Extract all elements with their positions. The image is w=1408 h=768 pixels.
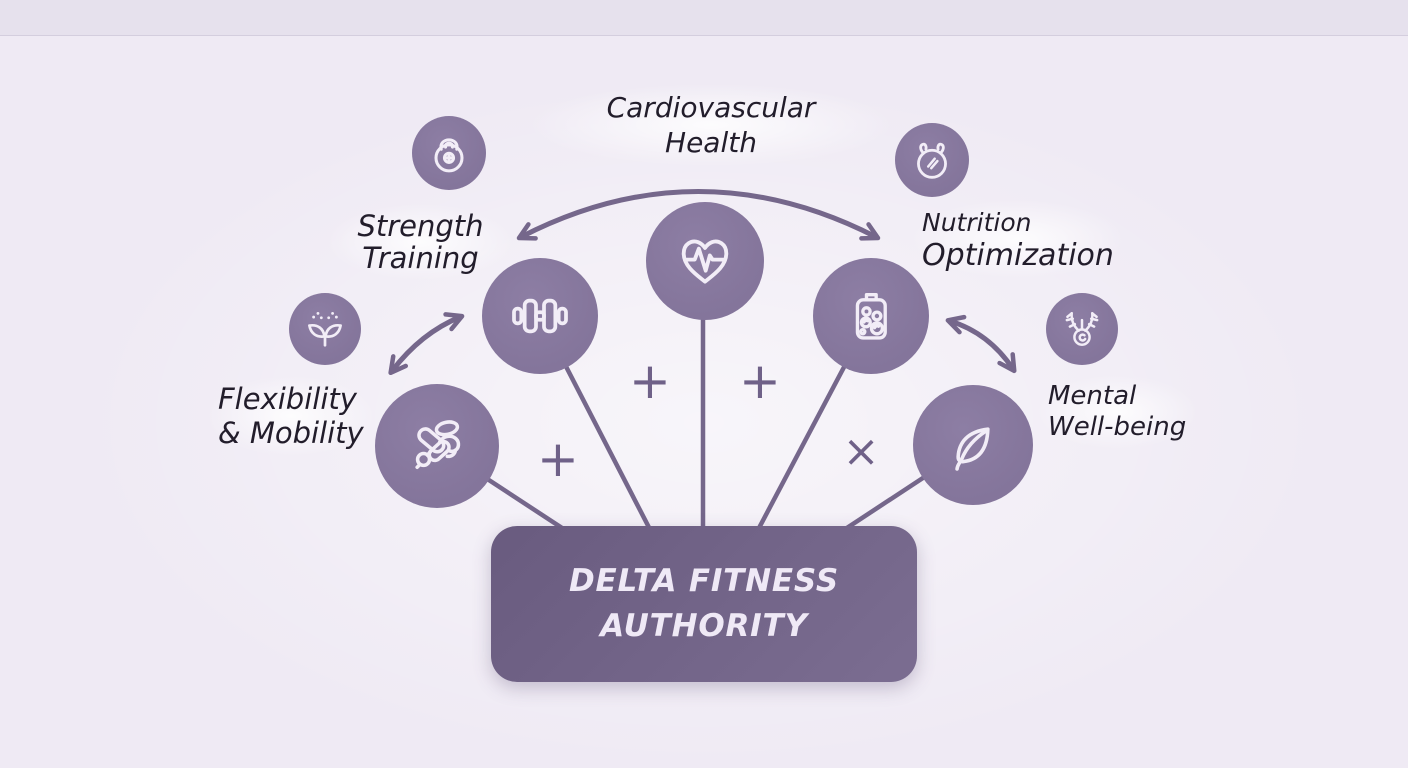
dumbbell-icon xyxy=(512,298,568,334)
times-symbol: × xyxy=(842,425,880,477)
nutrition-node-circle xyxy=(813,258,929,374)
plus-symbol-center-left: + xyxy=(629,352,671,410)
kettlebell-icon xyxy=(434,138,464,173)
hub-box: DELTA FITNESS AUTHORITY xyxy=(491,526,917,682)
plus-symbol-left: + xyxy=(537,430,579,488)
arc-nutrition-mental xyxy=(945,314,1017,374)
stretching-icon xyxy=(415,420,461,470)
food-pot-icon xyxy=(917,142,947,179)
hub-title-line1: DELTA FITNESS xyxy=(569,563,839,599)
hub-title-line2: AUTHORITY xyxy=(600,608,808,644)
meal-tray-icon xyxy=(855,293,887,340)
strength-badge-circle xyxy=(412,116,486,190)
flexibility-badge-circle xyxy=(289,293,361,365)
plus-symbol-center-right: + xyxy=(739,352,781,410)
cardiovascular-node-circle xyxy=(646,202,764,320)
mental-badge-circle xyxy=(1046,293,1118,365)
sprout-icon xyxy=(308,311,342,347)
cardiovascular-label: Cardiovascular Health xyxy=(531,84,891,166)
nutrition-badge-circle xyxy=(895,123,969,197)
antler-icon xyxy=(1065,312,1099,346)
flexibility-node-circle xyxy=(375,384,499,508)
nutrition-label: Nutrition Optimization xyxy=(912,200,1124,278)
arc-strength-nutrition xyxy=(516,189,881,241)
mental-node-circle xyxy=(913,385,1033,505)
heart-pulse-icon xyxy=(681,239,729,284)
flexibility-label: Flexibility & Mobility xyxy=(208,376,374,456)
leaf-icon xyxy=(955,427,990,471)
mental-label: Mental Well-being xyxy=(1038,375,1197,449)
arc-flexibility-strength xyxy=(388,312,465,376)
top-band xyxy=(0,0,1408,36)
strength-label: Strength Training xyxy=(328,204,513,280)
